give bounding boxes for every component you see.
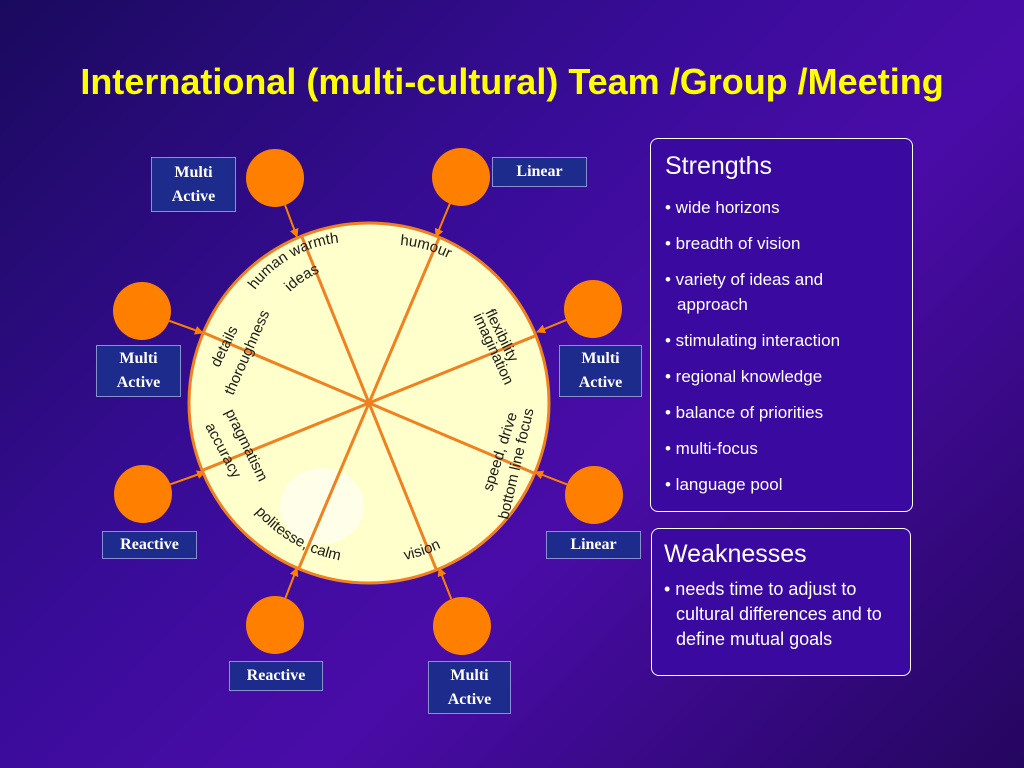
strengths-list: • wide horizons • breadth of vision • va… — [665, 195, 898, 497]
strength-item: • stimulating interaction — [665, 331, 841, 350]
weaknesses-heading: Weaknesses — [664, 540, 807, 568]
strengths-panel: Strengths • wide horizons • breadth of v… — [650, 138, 913, 512]
strengths-heading: Strengths — [665, 152, 773, 180]
member-arrow — [437, 567, 453, 600]
member-circles — [113, 148, 623, 655]
member-circle — [246, 149, 304, 207]
member-arrow — [169, 470, 206, 486]
member-circle — [114, 465, 172, 523]
wheel — [187, 221, 551, 585]
member-label-top-left: Multi Active — [151, 157, 236, 212]
member-circle — [432, 148, 490, 206]
member-circle — [246, 596, 304, 654]
strength-item: • wide horizons — [665, 198, 780, 217]
strength-item: • regional knowledge — [665, 367, 823, 386]
strength-item: • variety of ideas and approach — [665, 270, 824, 314]
member-circle — [113, 282, 171, 340]
member-arrow — [168, 319, 204, 335]
member-label-bottom-right: Multi Active — [428, 661, 511, 714]
member-circle — [564, 280, 622, 338]
weakness-item: • needs time to adjust to cultural diffe… — [664, 579, 882, 649]
strength-item: • multi-focus — [665, 439, 758, 458]
member-arrow — [284, 567, 299, 599]
member-label-bottom-left: Reactive — [229, 661, 323, 691]
wheel-spoke — [202, 331, 536, 475]
member-circle — [433, 597, 491, 655]
strength-item: • language pool — [665, 475, 783, 494]
wheel-highlight — [280, 468, 364, 544]
member-arrow — [536, 319, 567, 334]
member-label-right-lower: Linear — [546, 531, 641, 559]
weaknesses-panel: Weaknesses • needs time to adjust to cul… — [651, 528, 911, 676]
wheel-spokes — [201, 235, 537, 571]
member-label-top-right: Linear — [492, 157, 587, 187]
weaknesses-list: • needs time to adjust to cultural diffe… — [664, 577, 898, 652]
member-label-left-upper: Multi Active — [96, 345, 181, 397]
page-title: International (multi-cultural) Team /Gro… — [80, 61, 944, 102]
member-label-right-upper: Multi Active — [559, 345, 642, 397]
strength-item: • balance of priorities — [665, 403, 824, 422]
member-circle — [565, 466, 623, 524]
member-arrow — [534, 470, 568, 486]
strength-item: • breadth of vision — [665, 234, 801, 253]
member-arrow — [284, 204, 299, 238]
member-arrow — [434, 203, 451, 238]
member-label-left-lower: Reactive — [102, 531, 197, 559]
member-arrows — [168, 203, 568, 600]
